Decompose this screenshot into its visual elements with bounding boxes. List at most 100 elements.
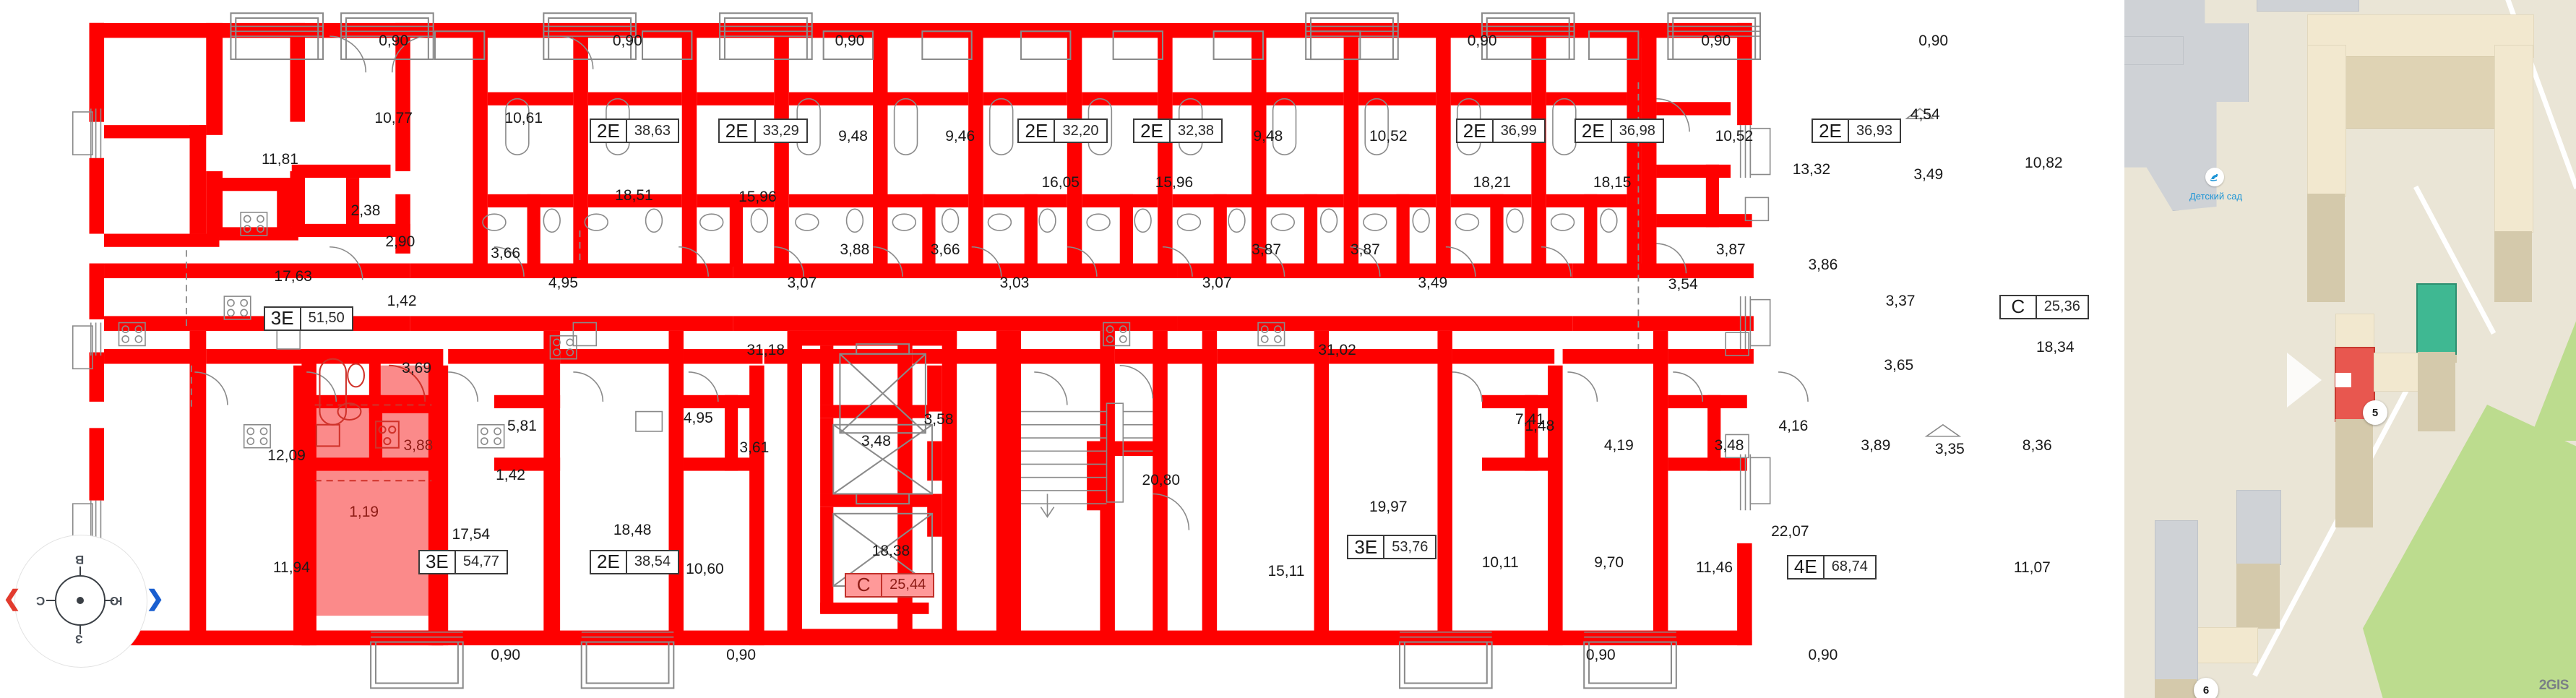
compass-widget[interactable]: В З С Ю ❮ ❯ — [3, 525, 164, 676]
room-area-label: 2,38 — [350, 202, 381, 219]
room-area-label: 20,80 — [1142, 472, 1181, 489]
map-building-block-c-shadow — [2155, 679, 2197, 698]
room-area-label: 0,90 — [612, 32, 642, 49]
room-area-label: 3,88 — [840, 241, 870, 259]
room-area-label: 3,66 — [491, 244, 521, 262]
apartment-area-label: 25,36 — [2043, 298, 2080, 315]
door-swings — [194, 35, 1809, 530]
room-area-label: 10,82 — [2025, 154, 2063, 171]
interior-walls — [89, 22, 1754, 646]
apartment-area-label: 25,44 — [889, 577, 926, 593]
selected-apartment-zone-lines — [314, 404, 432, 482]
room-area-label: 0,90 — [835, 32, 865, 49]
room-area-label: 18,48 — [613, 521, 652, 538]
room-area-label: 3,03 — [999, 274, 1030, 291]
map-marker-5[interactable]: 5 — [2363, 400, 2387, 425]
room-area-label: 17,54 — [452, 526, 491, 543]
room-area-label: 9,46 — [945, 128, 975, 145]
room-area-label: 31,18 — [746, 342, 785, 359]
map-building-east-wing — [2494, 45, 2533, 233]
apartment-area-label: 36,93 — [1856, 122, 1893, 139]
room-area-label: 4,95 — [548, 274, 578, 291]
apartment-type-label: 2E — [1813, 120, 1849, 142]
map-building-east-wing-shadow — [2494, 231, 2532, 302]
room-area-label: 1,42 — [496, 467, 525, 484]
map-building-lowtan-shadow — [2418, 352, 2455, 431]
apartment-type-label: 2E — [1576, 120, 1612, 142]
room-area-label: 12,09 — [267, 447, 306, 465]
apartment-type-label: 2E — [1457, 120, 1494, 142]
apartment-badge[interactable]: 3E 51,50 — [263, 306, 353, 331]
zone-separators — [186, 82, 1640, 412]
apartment-type-label: 4E — [1788, 556, 1825, 578]
map-marker-6[interactable]: 6 — [2194, 678, 2218, 698]
map-building-west-wing-shadow — [2307, 194, 2345, 302]
room-area-label: 11,07 — [2013, 559, 2051, 576]
room-area-label: 3,48 — [861, 432, 891, 449]
room-area-label: 18,38 — [871, 543, 910, 560]
map-building-grey-top — [2257, 0, 2359, 12]
room-area-label: 22,07 — [1771, 522, 1809, 540]
map-building-teal — [2416, 283, 2457, 355]
kindergarten-label: Детский сад — [2189, 191, 2243, 202]
room-area-label: 15,11 — [1267, 562, 1305, 579]
compass-tick-w — [46, 600, 56, 601]
compass-tick-n — [79, 566, 81, 577]
apartment-badge[interactable]: 2E 32,20 — [1017, 119, 1108, 144]
room-area-label: 3,69 — [402, 360, 432, 377]
apartment-area-label: 38,63 — [634, 122, 671, 139]
room-area-label: 10,60 — [686, 561, 724, 578]
room-area-label: 1,48 — [1525, 418, 1555, 435]
apartment-type-label: 3E — [1348, 536, 1385, 559]
room-area-label: 3,87 — [1715, 241, 1746, 259]
map-current-pointer-notch — [2335, 373, 2351, 387]
balconies-bottom — [370, 641, 1677, 689]
room-area-label: 3,87 — [1252, 241, 1282, 259]
map-building-grey-small — [2124, 36, 2184, 65]
prev-floor-button[interactable]: ❮ — [3, 587, 22, 611]
room-area-label: 1,19 — [349, 503, 379, 520]
map-building-block-b — [2195, 627, 2258, 663]
apartment-type-label: 3E — [265, 307, 301, 329]
apartment-area-label: 33,29 — [762, 122, 799, 139]
apartment-area-label: 51,50 — [308, 310, 345, 327]
room-area-label: 18,15 — [1593, 173, 1632, 191]
map-attribution: 2GIS — [2538, 678, 2569, 693]
apartment-badge[interactable]: 2E 36,93 — [1811, 119, 1902, 144]
room-area-label: 19,97 — [1369, 498, 1408, 515]
room-area-label: 3,87 — [1350, 241, 1380, 259]
room-area-label: 4,19 — [1603, 437, 1634, 454]
room-area-label: 1,42 — [387, 292, 417, 309]
room-area-label: 11,94 — [272, 559, 310, 576]
floor-plan-canvas[interactable]: .w{fill:#fe0000;} .th{fill:none;stroke:#… — [0, 0, 2124, 698]
next-floor-button[interactable]: ❯ — [146, 587, 165, 611]
floor-plan-drawing: .w{fill:#fe0000;} .th{fill:none;stroke:#… — [72, 12, 1962, 689]
room-area-label: 3,37 — [1885, 292, 1916, 309]
room-area-label: 0,90 — [1585, 646, 1616, 663]
room-area-label: 18,34 — [2036, 338, 2075, 356]
room-area-label: 0,90 — [1808, 646, 1838, 663]
apartment-type-label: 2E — [1019, 120, 1056, 142]
map-building-kindergarten — [2124, 0, 2249, 211]
kindergarten-icon[interactable] — [2205, 168, 2224, 186]
room-area-label: 11,81 — [261, 150, 298, 168]
room-area-label: 3,86 — [1808, 256, 1838, 273]
map-building-block-a — [2236, 490, 2281, 565]
room-area-label: 0,90 — [1701, 32, 1731, 49]
apartment-area-label: 32,20 — [1062, 122, 1099, 139]
location-map-panel[interactable]: Детский сад 5 6 2GIS — [2124, 0, 2576, 698]
room-area-label: 2,90 — [385, 233, 415, 250]
fixtures — [118, 98, 1770, 459]
